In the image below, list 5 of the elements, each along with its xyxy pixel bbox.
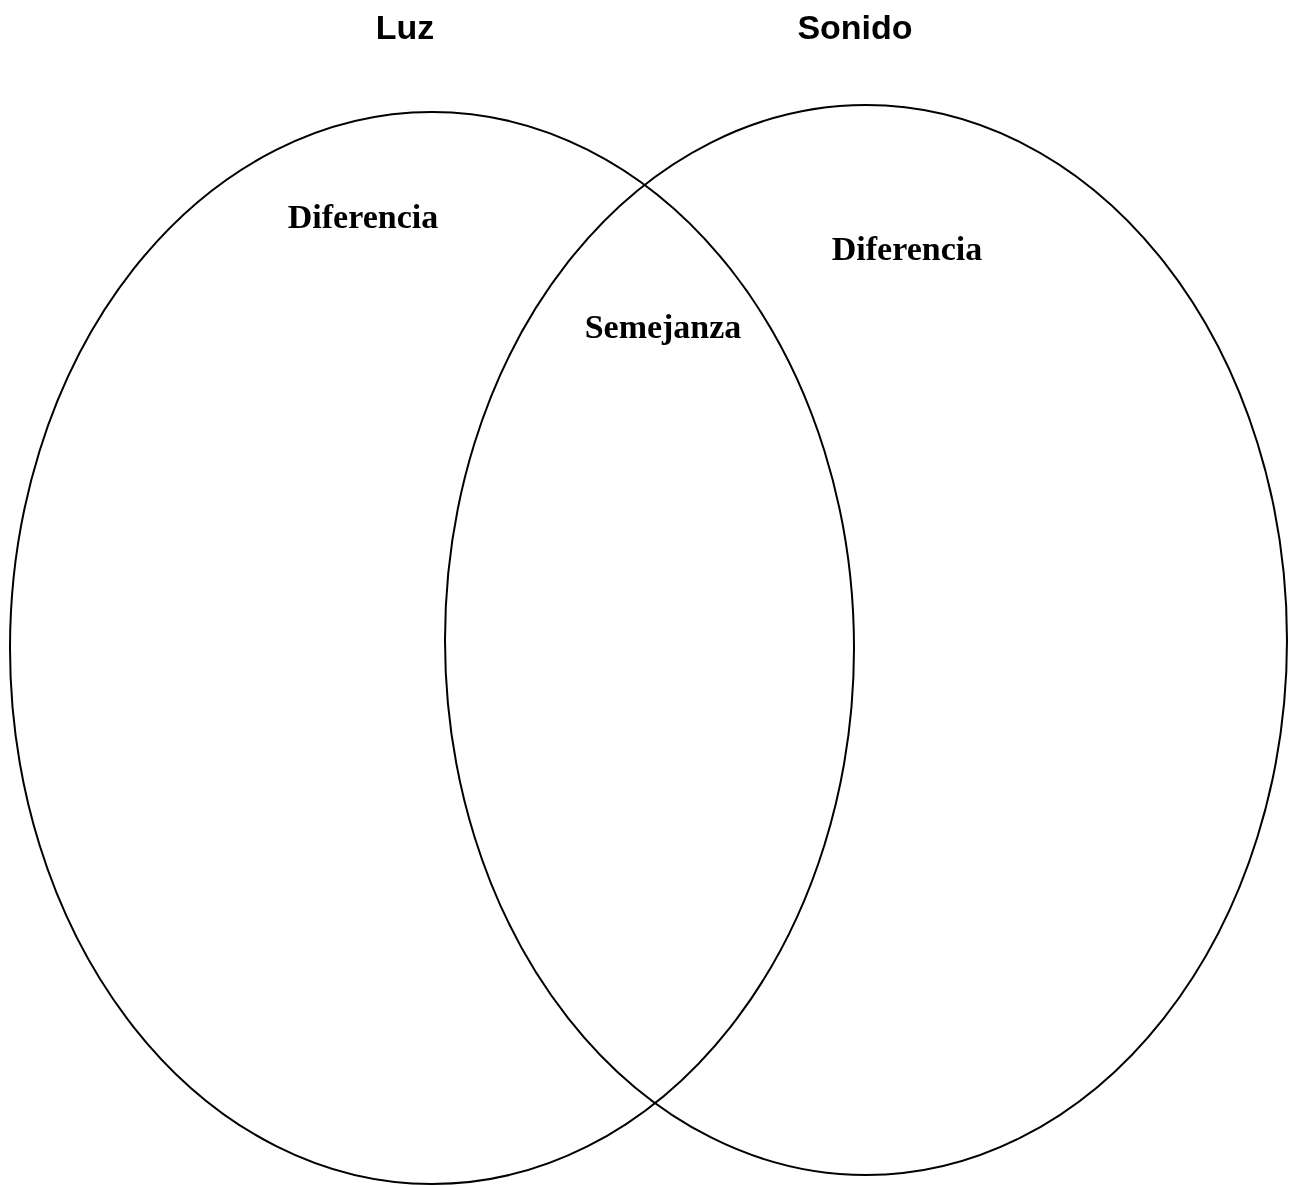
region-label: Semejanza (584, 308, 742, 346)
region-label: Diferencia (831, 230, 983, 268)
set-title: Sonido (797, 8, 913, 47)
region-label: Diferencia (287, 198, 439, 236)
set-title: Luz (375, 8, 435, 47)
